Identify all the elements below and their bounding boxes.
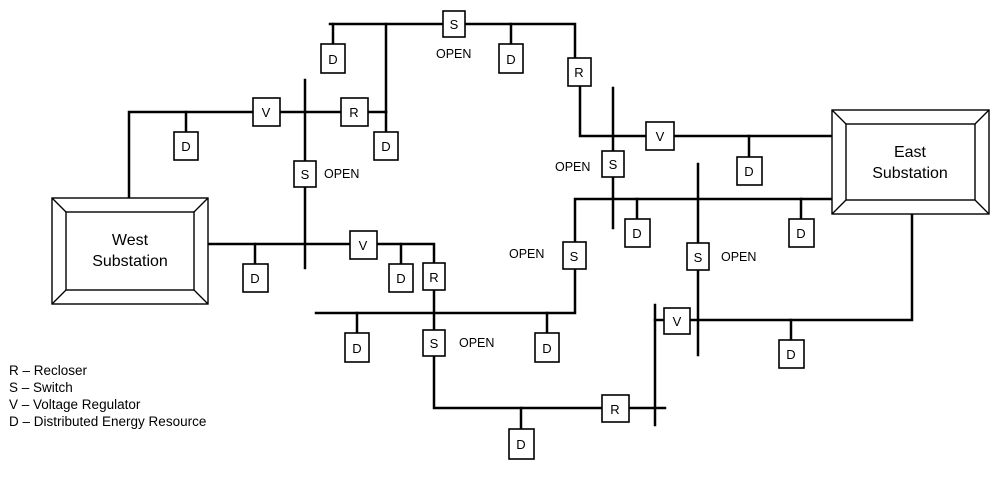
wire-east-lower [688, 212, 914, 322]
svg-text:S: S [609, 157, 618, 172]
recloser-west-upper: R [340, 97, 369, 127]
switch-mid-tie: S [562, 241, 587, 270]
svg-text:V: V [359, 238, 368, 253]
svg-text:D: D [744, 164, 753, 179]
svg-text:D: D [632, 226, 641, 241]
svg-text:S: S [430, 336, 439, 351]
der-3: D [173, 131, 199, 161]
der-1: D [320, 43, 346, 74]
west-substation: West Substation [51, 197, 209, 305]
wire-top-bus [328, 22, 577, 60]
der-6: D [624, 218, 651, 248]
svg-text:D: D [516, 437, 525, 452]
open-label-lower-switch: OPEN [459, 336, 494, 350]
svg-text:D: D [381, 139, 390, 154]
svg-text:V: V [673, 314, 682, 329]
svg-text:V: V [262, 105, 271, 120]
svg-text:D: D [542, 341, 551, 356]
open-label-west-switch: OPEN [324, 167, 359, 181]
east-substation-label-line2: Substation [872, 165, 948, 182]
svg-text:D: D [396, 271, 405, 286]
der-10: D [344, 332, 370, 363]
svg-text:S: S [450, 17, 459, 32]
der-13: D [508, 428, 535, 460]
legend-item-switch: S – Switch [9, 380, 73, 395]
svg-text:D: D [796, 226, 805, 241]
svg-text:D: D [250, 271, 259, 286]
regulator-west-upper: V [252, 97, 281, 127]
der-4: D [373, 131, 399, 161]
switch-lower: S [422, 329, 446, 357]
wire-west-upper [127, 110, 388, 200]
der-8: D [242, 263, 269, 293]
regulator-east-lower: V [663, 307, 691, 335]
svg-text:D: D [506, 52, 515, 67]
recloser-bottom: R [601, 394, 630, 423]
der-5: D [736, 156, 763, 186]
switch-west-vertical: S [293, 160, 317, 188]
legend: R – Recloser S – Switch V – Voltage Regu… [9, 363, 206, 429]
switch-top: S [442, 10, 466, 38]
west-substation-label-line2: Substation [92, 253, 168, 270]
svg-text:D: D [328, 52, 337, 67]
wire-west-lower [206, 242, 436, 265]
wire-mid-up [573, 197, 834, 244]
legend-item-voltage-regulator: V – Voltage Regulator [9, 397, 141, 412]
east-substation: East Substation [831, 109, 990, 215]
switch-east-vertical: S [686, 242, 710, 271]
open-label-center-switch: OPEN [555, 160, 590, 174]
svg-text:R: R [610, 402, 619, 417]
open-label-east-switch: OPEN [721, 250, 756, 264]
svg-text:S: S [301, 167, 310, 182]
wire-mid-bus [314, 264, 577, 315]
legend-item-der: D – Distributed Energy Resource [9, 414, 206, 429]
east-substation-label-line1: East [894, 144, 927, 161]
recloser-top-right: R [567, 57, 592, 87]
svg-text:R: R [349, 105, 358, 120]
svg-text:R: R [574, 65, 583, 80]
svg-text:D: D [181, 139, 190, 154]
der-11: D [534, 332, 560, 363]
svg-text:D: D [352, 341, 361, 356]
wire-top-r-to-v-east [578, 84, 834, 138]
west-substation-label-line1: West [112, 232, 149, 249]
svg-text:R: R [429, 270, 438, 285]
legend-item-recloser: R – Recloser [9, 363, 88, 378]
der-7: D [788, 218, 815, 248]
svg-text:S: S [694, 250, 703, 265]
switch-center: S [601, 150, 625, 178]
der-12: D [778, 339, 805, 369]
svg-text:D: D [786, 347, 795, 362]
svg-text:S: S [570, 249, 579, 264]
svg-text:V: V [656, 129, 665, 144]
wire-bottom [432, 354, 667, 410]
recloser-west-lower: R [422, 262, 446, 291]
regulator-east-upper: V [645, 121, 675, 151]
regulator-west-lower: V [349, 230, 378, 260]
open-label-top-switch: OPEN [436, 47, 471, 61]
open-label-mid-switch: OPEN [509, 247, 544, 261]
der-2: D [498, 43, 524, 74]
der-9: D [388, 263, 414, 293]
